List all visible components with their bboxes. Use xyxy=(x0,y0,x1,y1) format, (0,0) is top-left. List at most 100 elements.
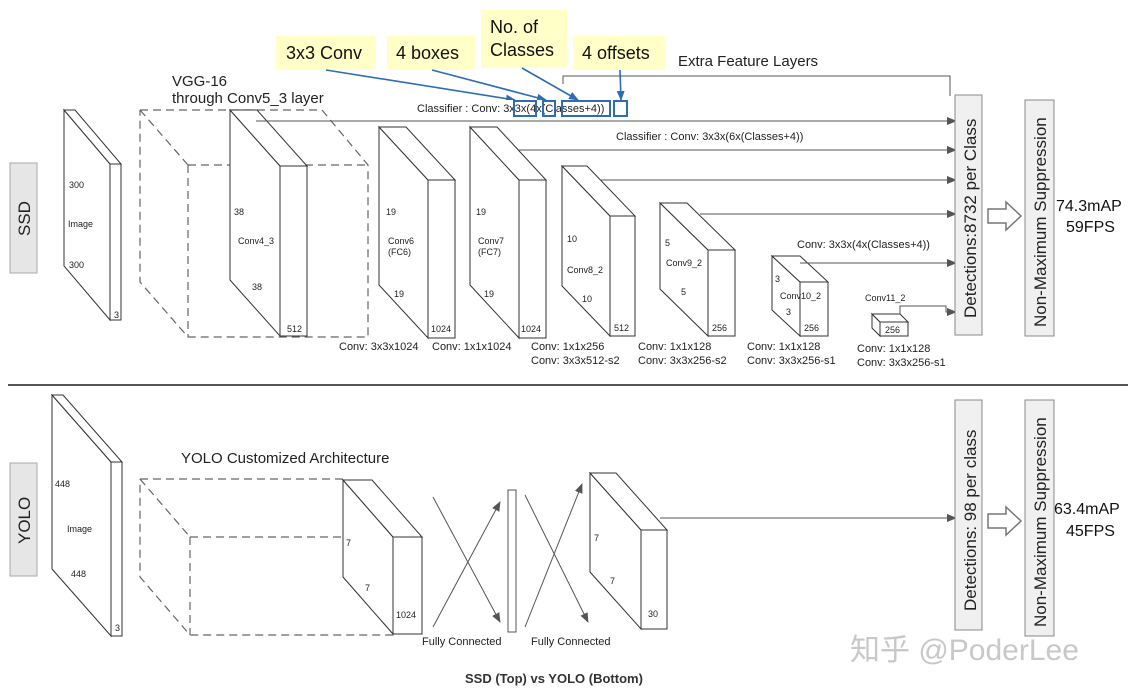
ssd-detections: Detections:8732 per Class xyxy=(961,119,980,318)
conv7-c: 1024 xyxy=(521,324,541,334)
yolo-fc2: Fully Connected xyxy=(531,636,611,648)
classes-callout-box xyxy=(481,10,567,68)
ssd-conv6-block: 19 Conv6(FC6) 19 1024 xyxy=(377,125,457,340)
offsets-callout: 4 offsets xyxy=(582,43,650,63)
conv8-2-h: 10 xyxy=(567,234,577,244)
conv9-2-h: 5 xyxy=(665,238,670,248)
ssd-conv8-2-block: 10 Conv8_2 10 512 xyxy=(560,164,637,338)
yolo-feat-h: 7 xyxy=(346,538,351,548)
conv3x3-callout: 3x3 Conv xyxy=(286,43,362,63)
yolo-tag: YOLO xyxy=(15,497,34,544)
conv11-2-c: 256 xyxy=(885,325,900,335)
yolo-out-h: 7 xyxy=(594,533,599,543)
conv-label-2: Conv: 1x1x1024 xyxy=(432,341,512,353)
boxes-callout: 4 boxes xyxy=(396,43,459,63)
conv4-3-c: 512 xyxy=(287,324,302,334)
yolo-tag-box xyxy=(9,462,38,577)
conv3x3-pointer xyxy=(325,69,516,103)
ssd-map: 74.3mAP xyxy=(1056,198,1122,215)
conv6-h: 19 xyxy=(386,207,396,217)
figure-caption: SSD (Top) vs YOLO (Bottom) xyxy=(465,671,643,686)
ssd-nms-arrow xyxy=(987,200,1023,232)
conv10-2-label: Conv10_2 xyxy=(780,291,821,301)
yolo-fc-arrow-up-1 xyxy=(432,501,501,628)
ssd-image-c: 3 xyxy=(114,310,119,320)
yolo-arch-title: YOLO Customized Architecture xyxy=(181,450,389,467)
conv4-3-h: 38 xyxy=(234,207,244,217)
conv4-3-w: 38 xyxy=(252,282,262,292)
yolo-detections: Detections: 98 per class xyxy=(961,430,980,611)
ssd-classifier-2: Classifier : Conv: 3x3x(6x(Classes+4)) xyxy=(616,131,803,143)
yolo-fc1: Fully Connected xyxy=(422,636,502,648)
conv8-2-label: Conv8_2 xyxy=(567,265,603,275)
yolo-fc-layer xyxy=(507,489,517,633)
yolo-feat-c: 1024 xyxy=(396,610,416,620)
ssd-conv11-2-block: Conv11_2 256 xyxy=(865,293,910,338)
conv3x3-callout-box xyxy=(276,36,376,70)
yolo-image-c: 3 xyxy=(115,623,120,633)
yolo-output-block: 7 7 30 xyxy=(588,471,669,631)
yolo-feat-w: 7 xyxy=(365,583,370,593)
ssd-fps: 59FPS xyxy=(1066,219,1115,236)
conv11-2-label: Conv11_2 xyxy=(865,293,905,303)
conv-label-1: Conv: 3x3x1024 xyxy=(339,341,419,353)
yolo-fc-arrow-down-2 xyxy=(524,494,589,623)
conv7-label: Conv7(FC7) xyxy=(478,236,504,257)
ssd-conv7-block: 19 Conv7(FC7) 19 1024 xyxy=(468,125,548,340)
ssd-classifier-1: Classifier : Conv: 3x3x(4x(Classes+4)) xyxy=(417,103,604,115)
yolo-image-w: 448 xyxy=(71,569,86,579)
yolo-image-h: 448 xyxy=(55,479,70,489)
conv10-2-c: 256 xyxy=(804,323,819,333)
conv6-w: 19 xyxy=(394,289,404,299)
ssd-tag-box xyxy=(9,162,38,274)
conv10-2-h: 3 xyxy=(775,274,780,284)
conv7-w: 19 xyxy=(484,289,494,299)
ssd-conv10-2-block: 3 Conv10_2 3 256 xyxy=(770,254,830,338)
yolo-out-c: 30 xyxy=(648,609,658,619)
yolo-out-w: 7 xyxy=(610,576,615,586)
ssd-detections-box xyxy=(954,94,983,336)
classes-pointer xyxy=(521,67,579,101)
yolo-nms-box xyxy=(1024,399,1055,637)
offsets-callout-box xyxy=(573,36,665,70)
highlight-classes xyxy=(561,100,611,117)
ssd-classifier-arrow-6 xyxy=(899,305,957,316)
highlight-4-offsets xyxy=(613,100,628,117)
ssd-tag: SSD xyxy=(15,201,34,236)
boxes-pointer xyxy=(431,69,547,102)
ssd-classifier-3: Conv: 3x3x(4x(Classes+4)) xyxy=(797,239,930,251)
yolo-feature-block: 7 7 1024 xyxy=(341,478,424,636)
yolo-map: 63.4mAP xyxy=(1054,501,1120,518)
conv8-2-c: 512 xyxy=(614,323,629,333)
yolo-section: YOLO YOLO Customized Architecture 448 Im… xyxy=(9,393,1120,648)
highlight-4 xyxy=(542,100,556,117)
ssd-image-label: Image xyxy=(68,219,93,229)
ssd-nms-box xyxy=(1024,99,1055,337)
offsets-pointer xyxy=(616,69,625,101)
yolo-nms: Non-Maximum Suppression xyxy=(1031,417,1050,627)
ssd-vgg-dashed-volume xyxy=(139,109,369,338)
ssd-conv9-2-block: 5 Conv9_2 5 256 xyxy=(658,201,737,338)
conv7-h: 19 xyxy=(476,207,486,217)
classifier1-bg xyxy=(414,100,632,116)
conv9-2-w: 5 xyxy=(681,287,686,297)
ssd-image-w: 300 xyxy=(69,260,84,270)
yolo-image-block: 448 Image 448 3 xyxy=(50,393,124,638)
boxes-callout-box xyxy=(387,36,475,70)
yolo-fps: 45FPS xyxy=(1066,523,1115,540)
extra-layers-brace xyxy=(562,75,951,96)
watermark: 知乎 @PoderLee xyxy=(850,634,1079,667)
ssd-image-h: 300 xyxy=(69,180,84,190)
conv4-3-label: Conv4_3 xyxy=(238,236,274,246)
yolo-detections-box xyxy=(954,399,983,631)
yolo-nms-arrow xyxy=(987,505,1023,537)
yolo-fc-arrow-down-1 xyxy=(432,496,501,623)
highlight-3x3 xyxy=(513,100,537,117)
yolo-fc-arrow-up-2 xyxy=(524,483,583,628)
extra-layers-title: Extra Feature Layers xyxy=(678,53,818,70)
ssd-image-block: 300 Image 300 3 xyxy=(62,108,123,322)
